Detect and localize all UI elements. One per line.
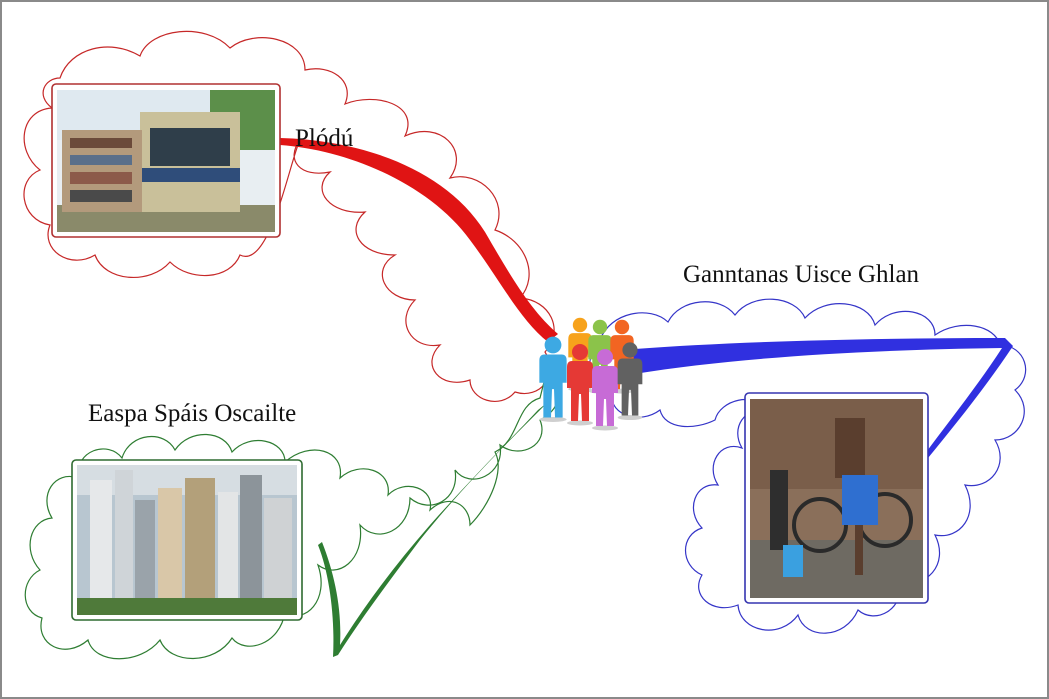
person-head (592, 319, 608, 335)
person-shadow (539, 416, 567, 422)
person-shadow (592, 425, 618, 431)
crowd-of-people-icon (539, 317, 643, 431)
easpa-branch (318, 402, 548, 657)
person-head (622, 342, 638, 358)
plodu-label: Plódú (295, 125, 354, 152)
person-head (544, 336, 562, 354)
person-body (617, 358, 643, 416)
person-body (592, 366, 618, 426)
easpa-cloud-outline (24, 377, 559, 660)
person-body (539, 354, 567, 418)
person-head (614, 319, 630, 335)
person-shadow (567, 420, 593, 426)
person-figure (567, 344, 593, 426)
plodu-photo (51, 83, 281, 238)
person-figure (539, 336, 567, 422)
easpa-label: Easpa Spáis Oscailte (88, 400, 296, 427)
plodu-cloud-outline (23, 30, 555, 402)
ganntanas-label: Ganntanas Uisce Ghlan (683, 261, 920, 288)
person-figure (617, 342, 643, 421)
ganntanas-branch (622, 338, 1013, 458)
plodu-branch (280, 138, 558, 342)
person-body (567, 361, 593, 421)
person-head (597, 349, 613, 365)
ganntanas-photo (744, 392, 929, 604)
person-head (572, 344, 588, 360)
person-figure (592, 349, 618, 431)
easpa-photo (71, 459, 303, 621)
person-shadow (617, 415, 643, 421)
person-head (572, 317, 588, 333)
